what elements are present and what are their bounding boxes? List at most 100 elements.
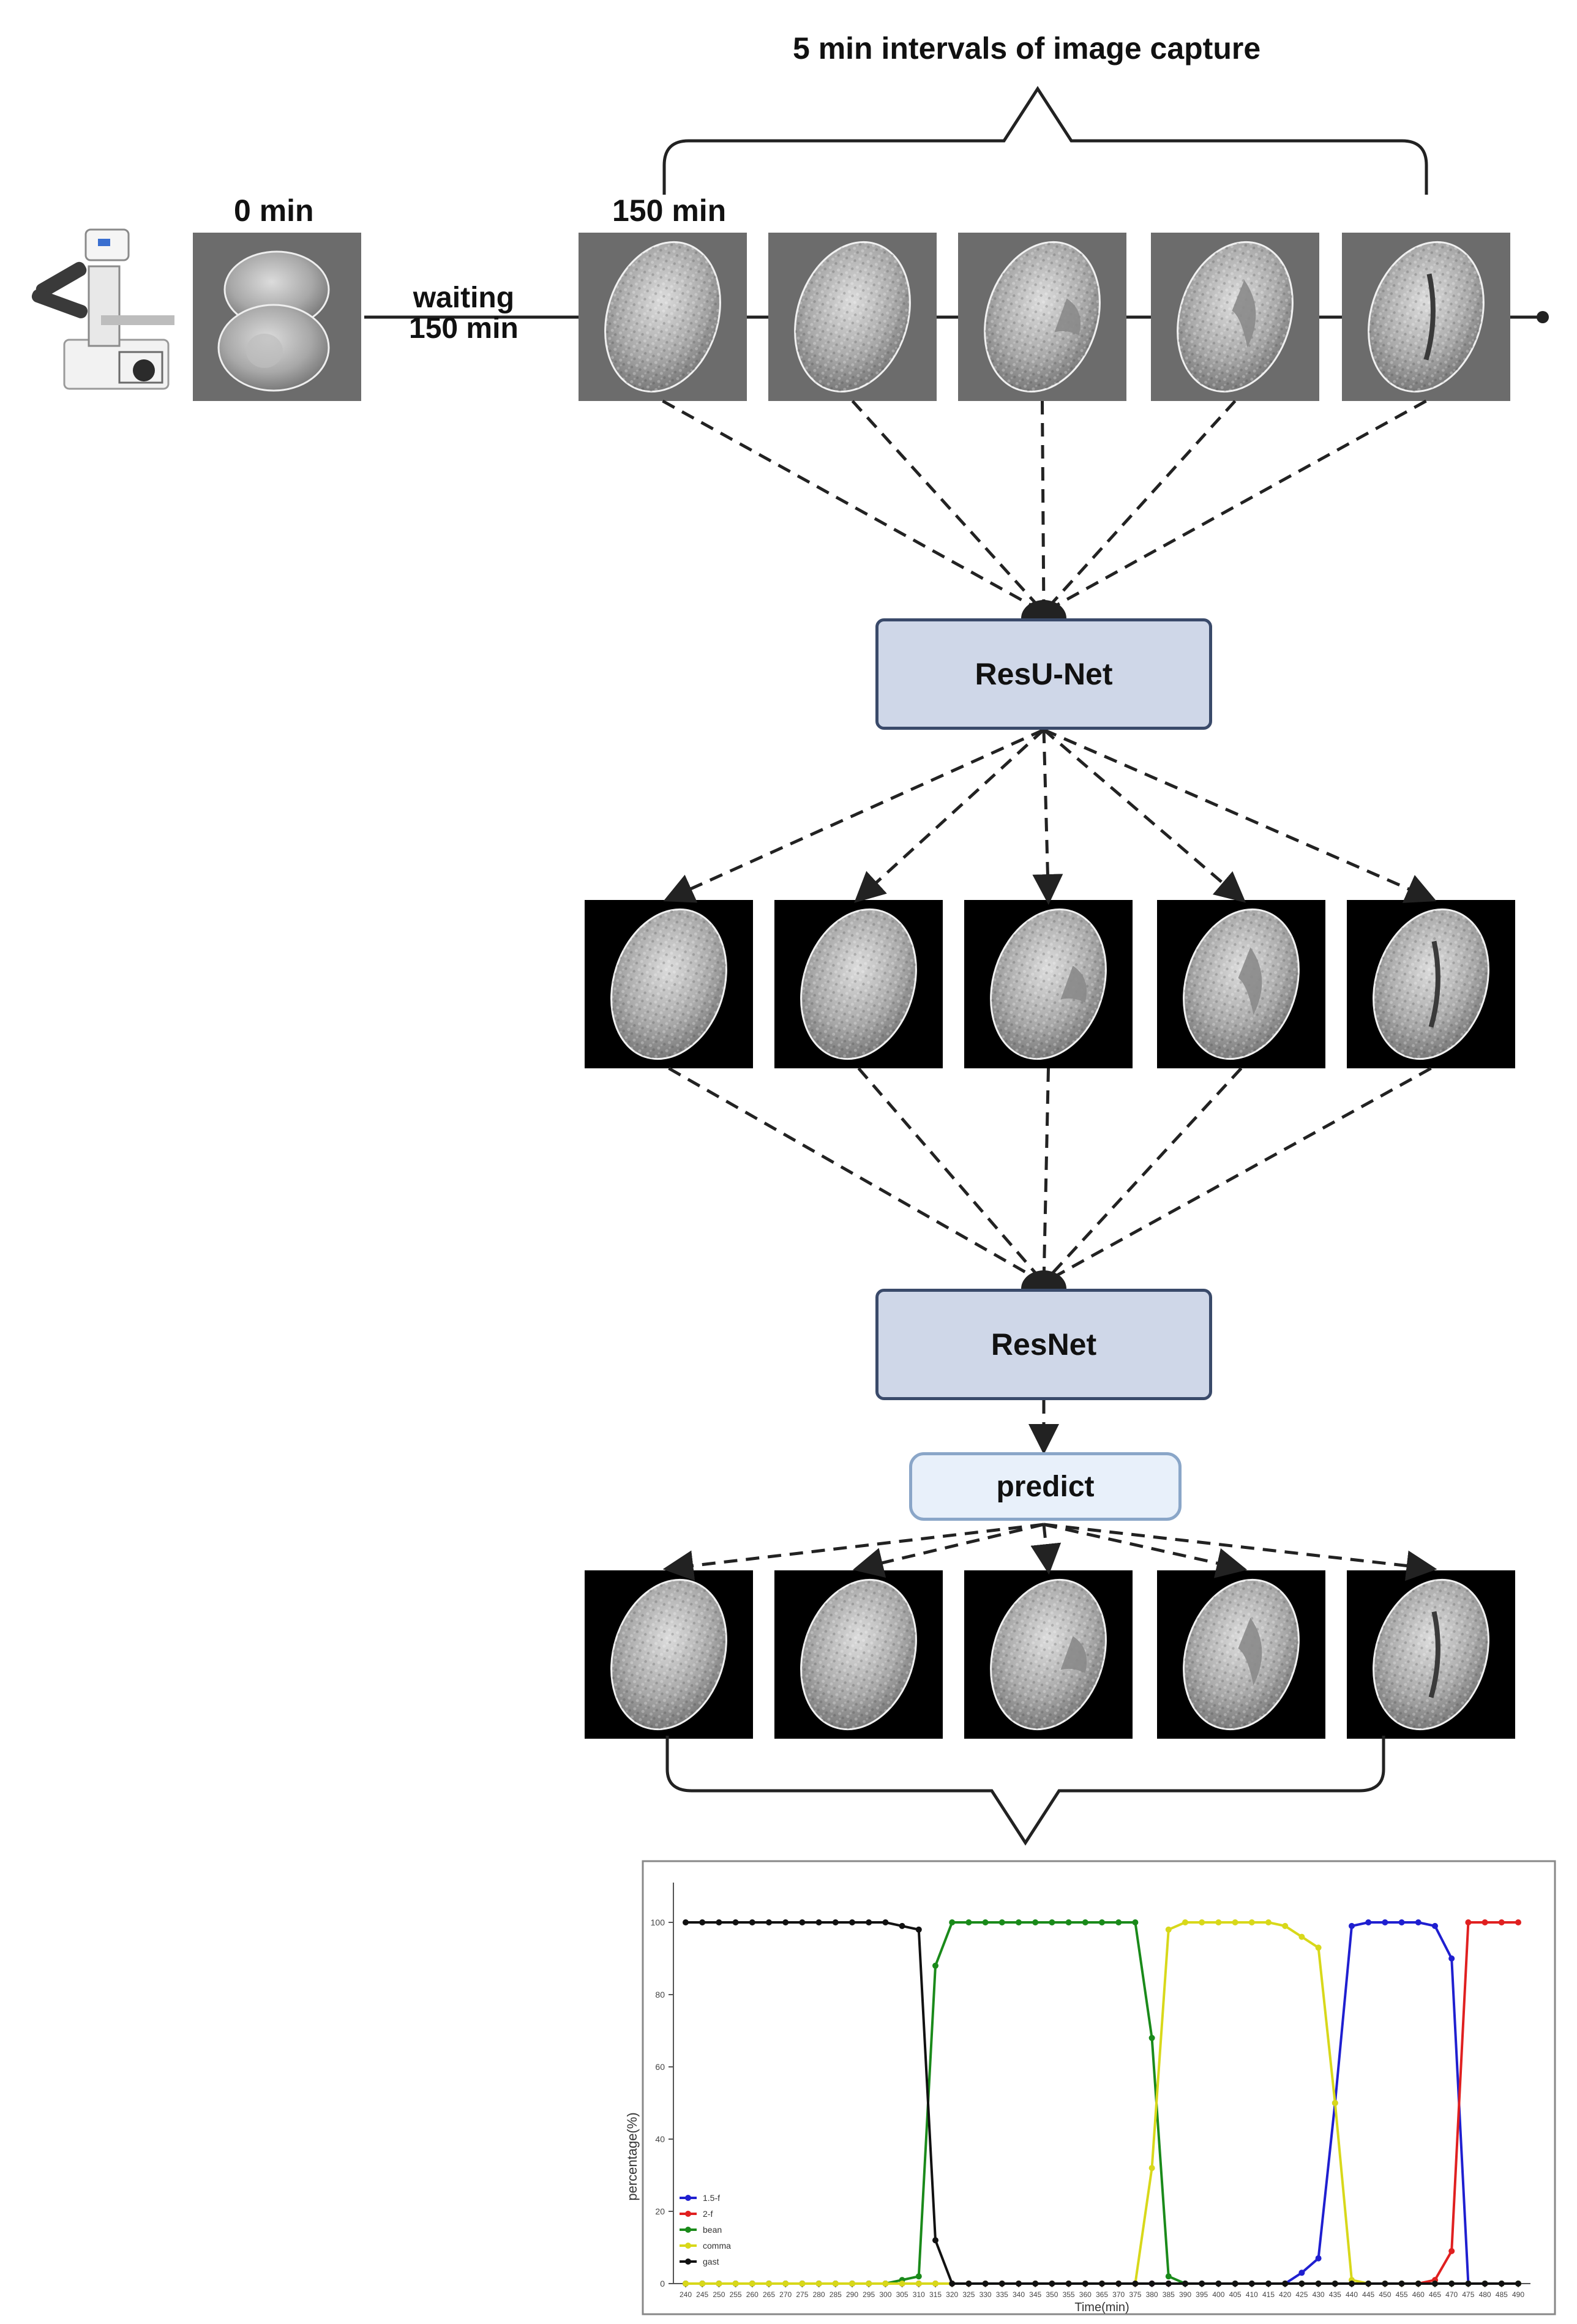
data-point-gast [749, 1919, 755, 1925]
x-tick-label: 305 [896, 2290, 908, 2299]
data-point-gast [1232, 2281, 1238, 2287]
data-point-gast [949, 2281, 956, 2287]
x-tick-label: 400 [1212, 2290, 1224, 2299]
data-point-gast [965, 2281, 972, 2287]
data-point-bean [949, 1919, 956, 1925]
raw-embryo-frame-2 [768, 233, 937, 401]
segmented-embryo-frame-4 [1157, 900, 1325, 1068]
data-point-gast [1199, 2281, 1205, 2287]
connector-resunet-to-seg-5 [1043, 728, 1437, 903]
data-point-comma [1248, 1919, 1255, 1925]
segmented-embryo-frame-2 [774, 900, 943, 1068]
x-axis-label: Time(min) [1074, 2301, 1129, 2314]
data-point-gast [1515, 2281, 1521, 2287]
data-point-comma [1148, 2165, 1155, 2172]
y-tick-label: 40 [655, 2134, 665, 2144]
x-tick-label: 405 [1229, 2290, 1242, 2299]
x-tick-label: 265 [763, 2290, 775, 2299]
data-point-gast [1016, 2281, 1022, 2287]
x-tick-label: 325 [962, 2290, 975, 2299]
data-point-2-f [1448, 2247, 1455, 2254]
x-tick-label: 255 [730, 2290, 742, 2299]
data-point-comma [1265, 1919, 1272, 1925]
data-point-comma [1165, 1926, 1172, 1933]
merge-node-bottom [1021, 1270, 1066, 1289]
data-point-gast [1498, 2281, 1505, 2287]
x-tick-label: 460 [1412, 2290, 1425, 2299]
x-tick-label: 300 [879, 2290, 891, 2299]
merge-node-top [1021, 600, 1066, 618]
data-point-gast [1132, 2281, 1139, 2287]
data-point-1.5-f [1448, 1955, 1455, 1962]
data-point-comma [832, 2281, 839, 2287]
connector-predict-to-frame-2 [852, 1523, 1044, 1578]
data-point-1.5-f [1398, 1919, 1405, 1925]
x-tick-label: 440 [1346, 2290, 1358, 2299]
data-point-1.5-f [1315, 2255, 1322, 2262]
y-axis-label: percentage(%) [624, 2112, 640, 2200]
data-point-1.5-f [1365, 1919, 1372, 1925]
data-point-2-f [1498, 1919, 1505, 1925]
connector-predict-to-frame-4 [1043, 1523, 1248, 1578]
connector-seg-3-to-resnet [1042, 1068, 1050, 1283]
connector-seg-4-to-resnet [1043, 1067, 1243, 1284]
data-point-gast [832, 1919, 839, 1925]
data-point-gast [1448, 2281, 1455, 2287]
data-point-1.5-f [1432, 1922, 1438, 1929]
data-point-2-f [1515, 1919, 1521, 1925]
data-point-comma [882, 2281, 889, 2287]
x-tick-label: 390 [1179, 2290, 1191, 2299]
connector-resunet-to-seg-2 [854, 729, 1045, 903]
data-point-gast [699, 1919, 706, 1925]
x-tick-label: 365 [1096, 2290, 1108, 2299]
data-point-comma [849, 2281, 855, 2287]
data-point-gast [1148, 2281, 1155, 2287]
data-point-gast [1082, 2281, 1088, 2287]
predicted-embryo-frame-1 [585, 1570, 753, 1739]
capture-start-label: 150 min [612, 193, 727, 228]
data-point-comma [915, 2281, 922, 2287]
y-tick-label: 0 [660, 2279, 665, 2288]
data-point-comma [782, 2281, 789, 2287]
data-point-comma [1282, 1922, 1289, 1929]
data-point-comma [1315, 1944, 1322, 1951]
data-point-gast [1465, 2281, 1472, 2287]
data-point-gast [1415, 2281, 1422, 2287]
x-tick-label: 345 [1029, 2290, 1041, 2299]
data-point-gast [899, 1922, 905, 1929]
data-point-gast [799, 1919, 806, 1925]
x-tick-label: 485 [1496, 2290, 1508, 2299]
x-tick-label: 355 [1063, 2290, 1075, 2299]
data-point-gast [1282, 2281, 1289, 2287]
data-point-gast [849, 1919, 855, 1925]
x-tick-label: 295 [863, 2290, 875, 2299]
data-point-gast [716, 1919, 722, 1925]
microscope-icon [31, 228, 174, 390]
x-tick-label: 370 [1112, 2290, 1125, 2299]
data-point-comma [932, 2281, 938, 2287]
data-point-bean [915, 2273, 922, 2280]
data-point-comma [716, 2281, 722, 2287]
data-point-gast [882, 1919, 889, 1925]
connector-resunet-to-seg-4 [1043, 729, 1246, 903]
raw-embryo-frame-5 [1342, 233, 1510, 401]
data-point-comma [683, 2281, 689, 2287]
waiting-line-2: 150 min [409, 312, 519, 345]
data-point-bean [1165, 2273, 1172, 2280]
data-point-comma [899, 2281, 905, 2287]
x-tick-label: 360 [1079, 2290, 1092, 2299]
data-point-gast [1165, 2281, 1172, 2287]
data-point-gast [1315, 2281, 1322, 2287]
data-point-gast [1432, 2281, 1438, 2287]
data-point-comma [1298, 1933, 1305, 1940]
data-point-bean [1082, 1919, 1088, 1925]
connector-resunet-to-seg-3 [1032, 729, 1063, 905]
x-tick-label: 455 [1396, 2290, 1408, 2299]
legend-label: 1.5-f [703, 2193, 720, 2203]
x-tick-label: 435 [1329, 2290, 1341, 2299]
data-point-gast [1032, 2281, 1039, 2287]
data-point-bean [1148, 2034, 1155, 2041]
